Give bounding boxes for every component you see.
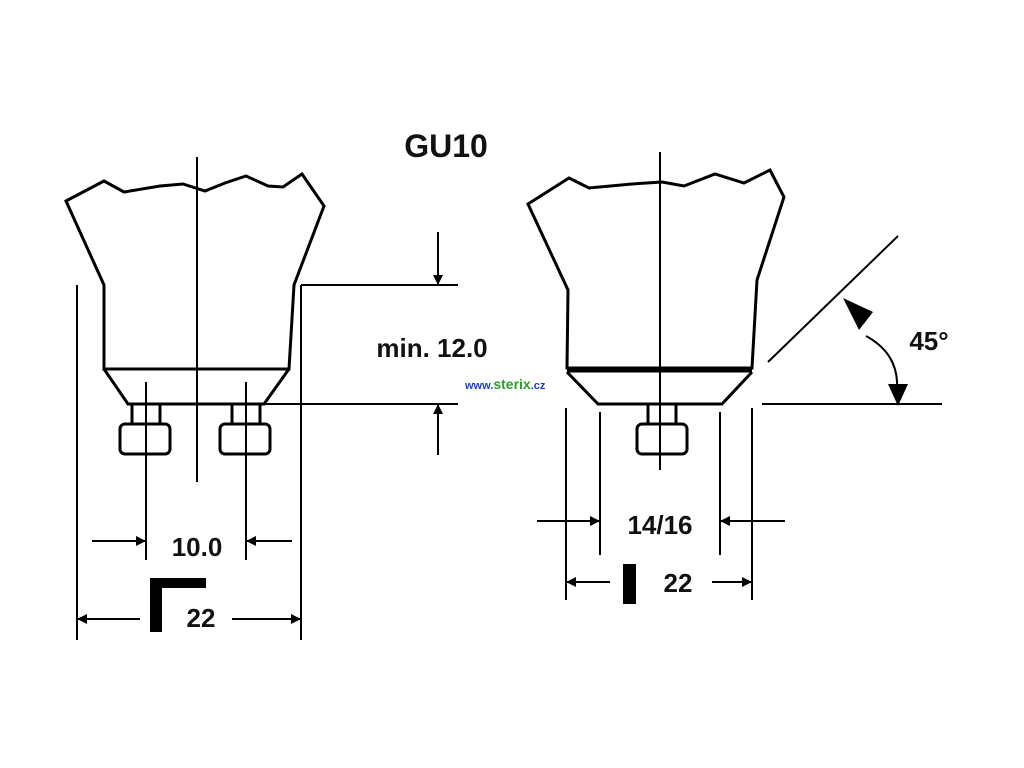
watermark-suffix: .cz (531, 380, 546, 392)
watermark: www.sterix.cz (464, 376, 546, 392)
pin-diameter-label: 14/16 (627, 510, 692, 540)
angle-label: 45° (909, 326, 948, 356)
angle-arrowhead-bottom (888, 384, 908, 406)
title: GU10 (404, 128, 488, 164)
diameter-symbol-icon (150, 578, 206, 632)
left-lamp-outline (64, 171, 326, 456)
diameter-right-label: 22 (664, 568, 693, 598)
pin-spacing-label: 10.0 (172, 532, 223, 562)
watermark-prefix: www. (464, 380, 493, 392)
watermark-brand: sterix (493, 376, 531, 392)
diameter-right-symbol-icon (623, 564, 636, 604)
min-height-label: min. 12.0 (376, 333, 487, 363)
diameter-left-label: 22 (187, 603, 216, 633)
angle-arrowhead-top (843, 298, 873, 330)
angle-reference-diagonal (767, 235, 899, 363)
